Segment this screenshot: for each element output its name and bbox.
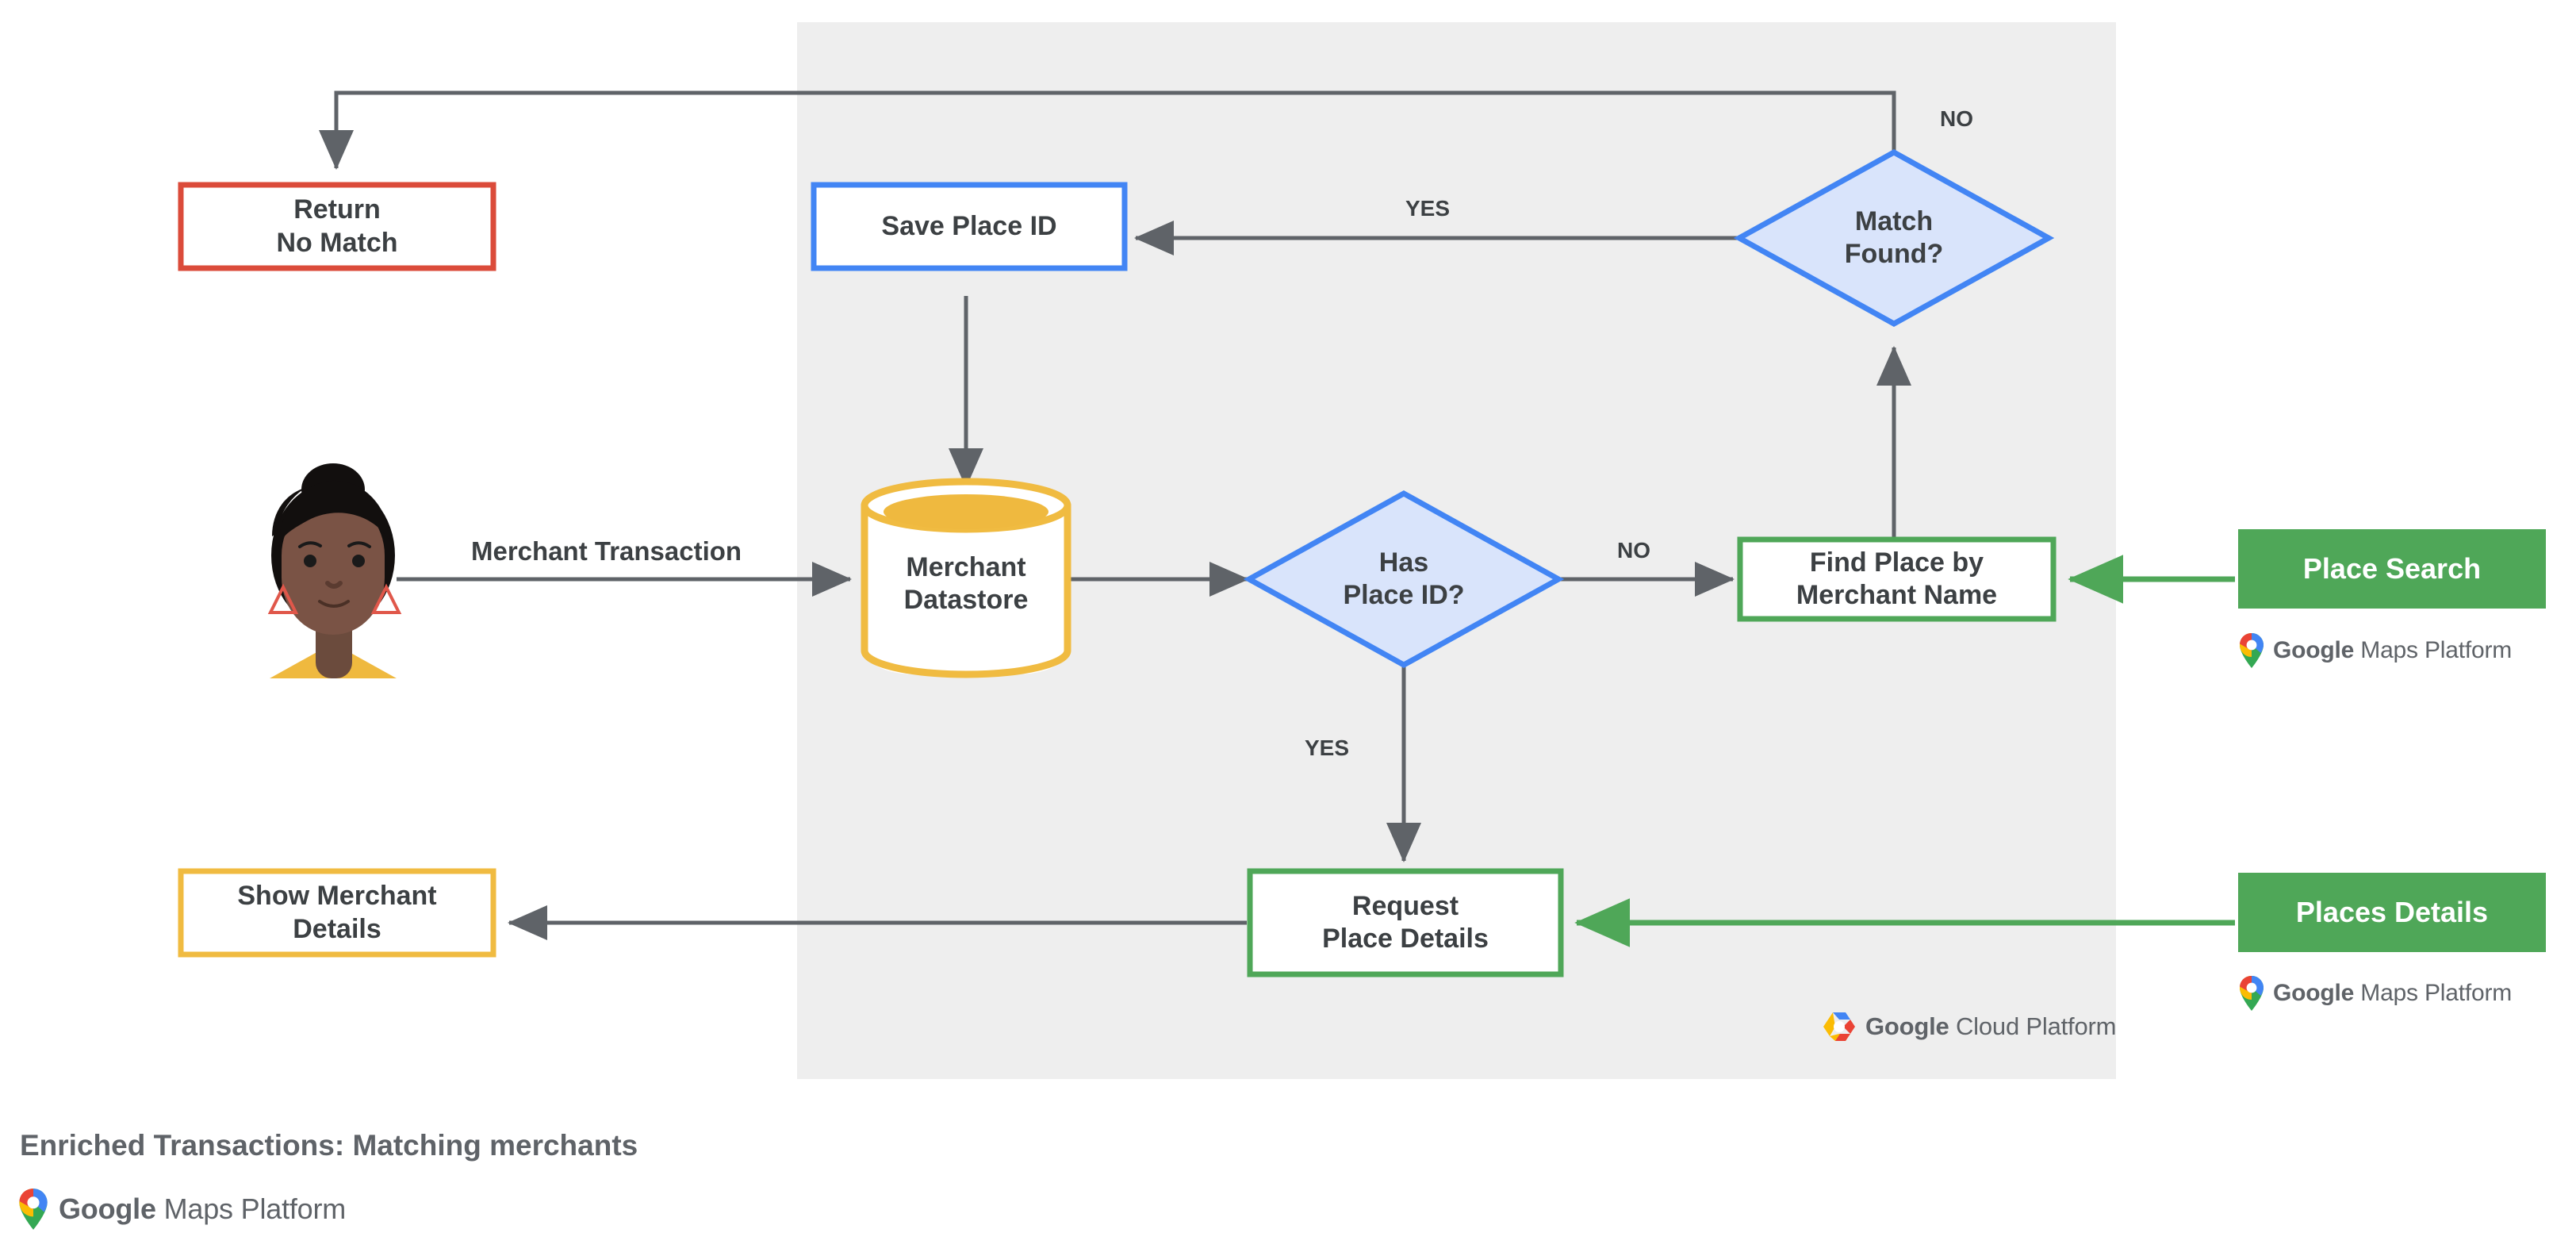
edge-label-yes-has-place-id: YES (1305, 735, 1350, 760)
logo-word-google: Google (2273, 980, 2355, 1006)
merchant-customer-avatar (267, 463, 402, 678)
node-place-search (2238, 529, 2546, 609)
logo-word-google: Google (2273, 637, 2355, 663)
edge-no-match-to-return (319, 90, 1896, 170)
maps-platform-logo-footer: Google Maps Platform (17, 1189, 346, 1230)
google-cloud-platform-logo: Google Cloud Platform (1823, 1012, 2116, 1042)
logo-word-google: Google (59, 1192, 156, 1225)
google-maps-pin-icon (2240, 976, 2264, 1011)
logo-word-rest: Maps Platform (2360, 637, 2513, 663)
google-cloud-platform-logo-text: Google Cloud Platform (1865, 1012, 2116, 1041)
edge-label-no-match-found: NO (1940, 106, 1973, 131)
edge-label-merchant-transaction: Merchant Transaction (471, 536, 742, 566)
google-cloud-hexagon-icon (1823, 1012, 1855, 1041)
node-request-place-details (1247, 868, 1564, 977)
edge-label-no-has-place-id: NO (1617, 538, 1650, 563)
logo-word-rest: Maps Platform (163, 1192, 347, 1225)
diagram-caption: Enriched Transactions: Matching merchant… (20, 1129, 638, 1162)
node-has-place-id (1243, 490, 1565, 669)
maps-platform-logo-text: Google Maps Platform (2273, 637, 2512, 664)
edge-label-yes-match-found: YES (1405, 196, 1451, 221)
node-merchant-datastore (861, 478, 1071, 678)
node-places-details (2238, 873, 2546, 952)
node-save-place-id (811, 182, 1128, 271)
logo-word-google: Google (1865, 1012, 1949, 1040)
node-return-no-match (178, 182, 496, 271)
google-maps-pin-icon (2240, 633, 2264, 668)
google-maps-pin-icon (19, 1189, 48, 1230)
maps-platform-logo-place-search: Google Maps Platform (2238, 633, 2512, 668)
node-match-found (1733, 148, 2055, 328)
node-find-place-by-merchant-name (1737, 536, 2057, 622)
logo-word-rest: Maps Platform (2360, 980, 2513, 1006)
logo-word-rest: Cloud Platform (1956, 1012, 2117, 1040)
maps-platform-logo-text: Google Maps Platform (2273, 980, 2512, 1007)
node-show-merchant-details (178, 868, 496, 958)
maps-platform-logo-text: Google Maps Platform (59, 1192, 346, 1226)
maps-platform-logo-places-details: Google Maps Platform (2238, 976, 2512, 1011)
